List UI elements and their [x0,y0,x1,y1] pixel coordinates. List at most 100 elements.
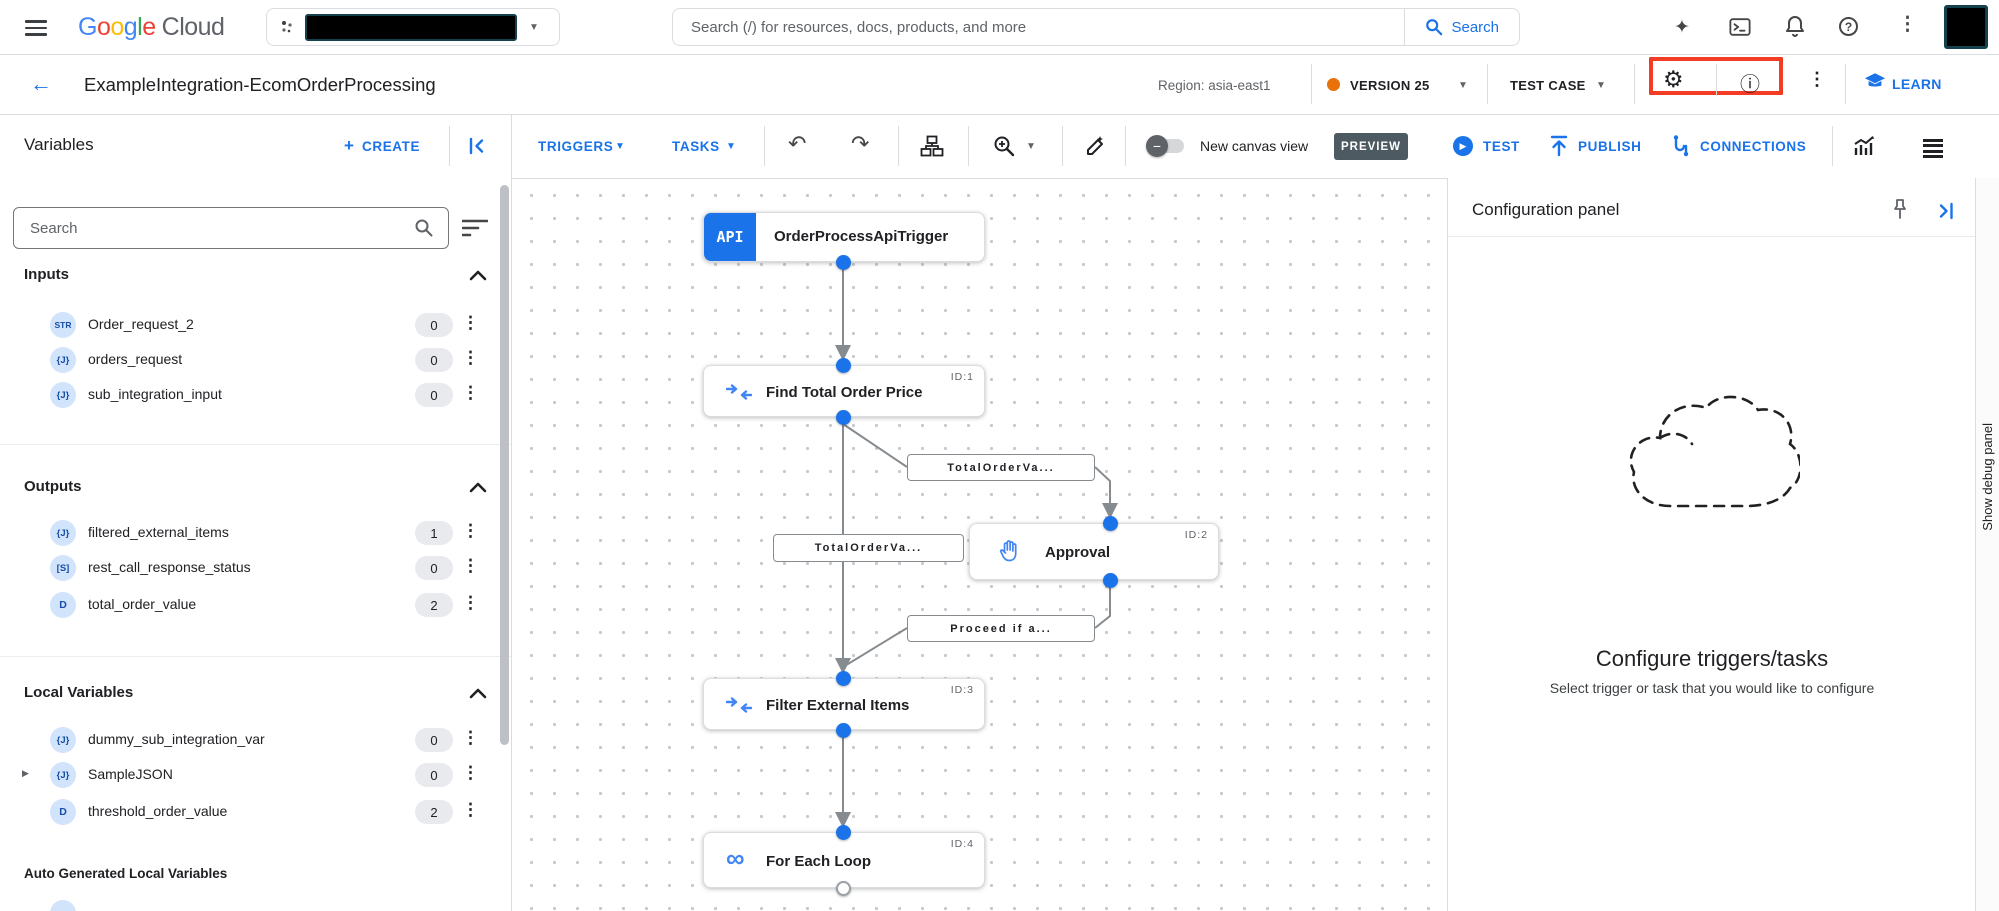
variable-search-input[interactable] [14,219,414,237]
node-order-process-api-trigger[interactable]: API OrderProcessApiTrigger [703,212,985,262]
cloud-shell-icon[interactable] [1729,17,1751,37]
connection-dot[interactable] [1103,573,1118,588]
notifications-bell-icon[interactable] [1785,15,1805,38]
publish-button[interactable]: PUBLISH [1578,139,1642,154]
sidebar-scrollbar[interactable] [500,185,509,745]
variable-name: threshold_order_value [88,803,228,819]
chevron-up-icon[interactable] [468,480,488,494]
zoom-caret-icon[interactable]: ▼ [1026,141,1036,152]
avatar[interactable] [1944,5,1988,49]
region-label: Region: asia-east1 [1158,78,1271,93]
collapse-panel-icon[interactable] [467,136,487,156]
connections-button[interactable]: CONNECTIONS [1700,139,1807,154]
usage-count-badge: 0 [415,728,453,752]
config-empty-subtext: Select trigger or task that you would li… [1549,680,1875,696]
help-icon[interactable]: ? [1839,17,1858,36]
kebab-menu-icon[interactable]: ⋮ [462,728,479,747]
kebab-menu-icon[interactable]: ⋮ [462,313,479,332]
sort-filter-icon[interactable] [462,218,488,238]
connection-dot[interactable] [836,723,851,738]
variable-row[interactable]: {J} filtered_external_items 1 ⋮ [0,516,496,550]
create-variable-button[interactable]: CREATE [362,139,421,154]
global-search-bar: Search [672,8,1520,46]
version-caret-icon[interactable]: ▼ [1458,80,1468,91]
node-for-each-loop[interactable]: ID:4 ∞ For Each Loop [703,832,985,888]
show-debug-panel-button[interactable]: Show debug panel [1980,423,1995,531]
project-selector[interactable]: ▼ [266,8,560,46]
kebab-menu-icon[interactable]: ⋮ [462,348,479,367]
connection-dot[interactable] [1103,516,1118,531]
variable-row[interactable]: D threshold_order_value 2 ⋮ [0,795,496,829]
test-case-dropdown[interactable]: TEST CASE [1510,78,1586,93]
variable-search-box [13,207,449,249]
node-id: ID:4 [950,838,974,850]
type-badge-partial [50,900,76,911]
test-button[interactable]: TEST [1483,139,1520,154]
gemini-sparkle-icon[interactable]: ✦ [1674,17,1690,38]
redo-icon[interactable]: ↷ [851,131,870,156]
variable-row[interactable]: {J} dummy_sub_integration_var 0 ⋮ [0,723,496,757]
approval-hand-icon [999,540,1017,562]
connection-dot[interactable] [836,825,851,840]
integration-canvas[interactable]: API OrderProcessApiTrigger ID:1 Find Tot… [511,178,1447,911]
edge-label[interactable]: TotalOrderVa... [773,534,964,562]
triggers-dropdown[interactable]: TRIGGERS [538,139,614,154]
tasks-dropdown[interactable]: TASKS [672,139,720,154]
kebab-menu-icon[interactable]: ⋮ [462,521,479,540]
global-search-input[interactable] [673,9,1405,45]
connection-dot-open[interactable] [836,881,851,896]
edge-label[interactable]: Proceed if a... [907,615,1095,642]
node-approval[interactable]: ID:2 Approval [969,523,1219,580]
pin-icon[interactable] [1890,198,1910,222]
node-label: Find Total Order Price [766,384,923,401]
header-more-icon[interactable]: ⋮ [1808,69,1826,89]
variable-row[interactable]: {J} orders_request 0 ⋮ [0,343,496,377]
zoom-icon[interactable] [992,134,1016,158]
connection-dot[interactable] [836,671,851,686]
type-badge: D [50,799,76,825]
preview-badge: PREVIEW [1334,133,1408,160]
learn-link[interactable]: LEARN [1892,76,1942,92]
more-options-icon[interactable]: ⋮ [1898,14,1917,35]
kebab-menu-icon[interactable]: ⋮ [462,800,479,819]
kebab-menu-icon[interactable]: ⋮ [462,383,479,402]
variable-row[interactable]: D total_order_value 2 ⋮ [0,588,496,622]
auto-layout-icon[interactable] [920,135,944,157]
type-badge: {J} [50,727,76,753]
back-arrow-icon[interactable]: ← [30,71,52,96]
tasks-caret-icon: ▼ [726,141,736,152]
settings-gear-icon[interactable]: ⚙ [1663,66,1684,92]
undo-icon[interactable]: ↶ [788,131,807,156]
magic-edit-icon[interactable] [1084,134,1108,158]
node-filter-external-items[interactable]: ID:3 Filter External Items [703,678,985,730]
connection-dot[interactable] [836,255,851,270]
hamburger-menu-icon[interactable] [25,16,47,40]
project-dots-icon [282,21,292,33]
kebab-menu-icon[interactable]: ⋮ [462,556,479,575]
publish-icon [1550,135,1568,157]
kebab-menu-icon[interactable]: ⋮ [462,593,479,612]
usage-count-badge: 0 [415,383,453,407]
connection-dot[interactable] [836,410,851,425]
info-icon[interactable]: ⓘ [1740,74,1760,96]
variable-row[interactable]: [S] rest_call_response_status 0 ⋮ [0,551,496,585]
execution-logs-icon[interactable] [1923,136,1943,161]
collapse-config-panel-icon[interactable] [1936,201,1956,221]
edge-label[interactable]: TotalOrderVa... [907,454,1095,481]
test-case-caret-icon[interactable]: ▼ [1596,80,1606,91]
chevron-up-icon[interactable] [468,686,488,700]
global-search-button[interactable]: Search [1404,9,1519,45]
expand-arrow-icon[interactable]: ▶ [22,768,29,778]
version-dropdown[interactable]: VERSION 25 [1350,78,1430,93]
connection-dot[interactable] [836,358,851,373]
variable-row[interactable]: {J} sub_integration_input 0 ⋮ [0,378,496,412]
kebab-menu-icon[interactable]: ⋮ [462,763,479,782]
variable-row[interactable]: STR Order_request_2 0 ⋮ [0,308,496,342]
new-canvas-toggle-knob[interactable]: − [1146,135,1168,157]
chevron-up-icon[interactable] [468,268,488,282]
node-label: For Each Loop [766,853,871,870]
variable-row[interactable]: ▶ {J} SampleJSON 0 ⋮ [0,758,496,792]
analytics-icon[interactable] [1852,134,1876,158]
type-badge: D [50,592,76,618]
